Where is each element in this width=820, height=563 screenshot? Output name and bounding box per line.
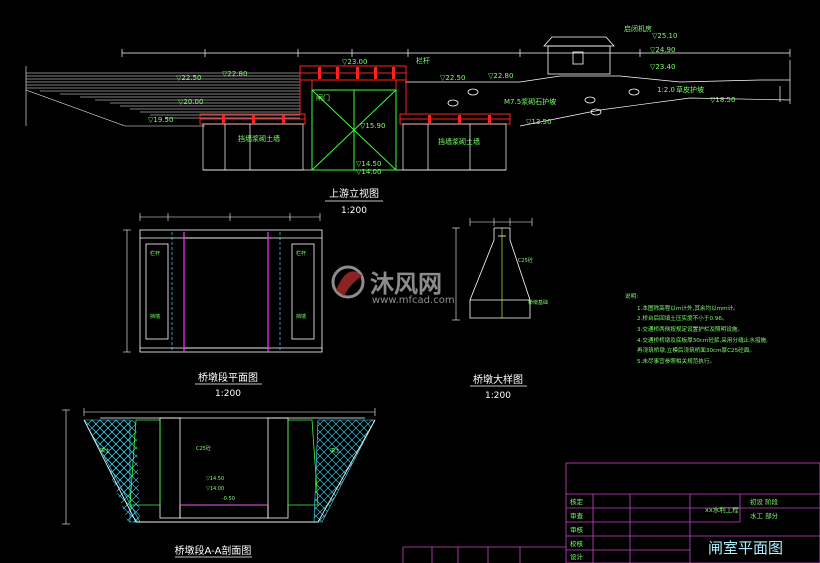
svg-text:▽14.00: ▽14.00	[206, 486, 224, 492]
svg-text:-0.50: -0.50	[222, 496, 235, 502]
gate-label: 闸门	[316, 93, 330, 102]
svg-text:填土: 填土	[100, 447, 110, 454]
elev-left-2280-label: ▽22.80	[222, 70, 247, 78]
elev-left-1950-label: ▽19.50	[148, 116, 173, 124]
svg-text:C25砼: C25砼	[518, 257, 533, 264]
note-item: 2.桥台后回填土压实度不小于0.96。	[637, 314, 728, 322]
bridge-plan-scale: 1:200	[215, 389, 241, 399]
elev-1850-label: ▽18.50	[710, 96, 735, 104]
title-row-label: 校核	[570, 539, 584, 548]
elev-left-2250-label: ▽22.50	[176, 74, 201, 82]
notes-heading: 说明:	[625, 292, 638, 300]
note-item: 再浇筑桥墩,立模后浇筑桥面30cm厚C25砼面。	[637, 346, 755, 354]
watermark: 沐风网 www.mfcad.com	[331, 265, 455, 306]
svg-text:挡墙: 挡墙	[150, 313, 160, 320]
drawing-title: 闸室平面图	[708, 539, 783, 557]
svg-text:挡墙: 挡墙	[296, 313, 306, 320]
elev-2280-label: ▽22.80	[488, 72, 513, 80]
title-block: 核定 审查 审核 校核 设计 xx水利工程 初设 阶段 水工 部分 闸室平面图	[402, 462, 820, 563]
elev-1350-label: ▽13.50	[526, 118, 551, 126]
section-aa-view: 填土 填土 C25砼 ▽14.50 ▽14.00 -0.50 桥墩段A-A剖面图	[62, 408, 376, 558]
pier-detail-title: 桥墩大样图	[473, 373, 523, 386]
elev-top-label: ▽25.10	[652, 32, 677, 40]
note-item: 5.未尽事宜参照相关规范执行。	[637, 357, 715, 365]
svg-text:栏杆: 栏杆	[296, 250, 306, 257]
elevation-scale: 1:200	[341, 206, 367, 216]
pier-detail-scale: 1:200	[485, 391, 511, 401]
svg-text:桥墩基础: 桥墩基础	[528, 299, 548, 306]
elevation-view: 启闭机房 ▽25.10 ▽24.90 ▽23.40 ▽23.00 栏杆 ▽22.…	[25, 24, 791, 216]
watermark-cn: 沐风网	[370, 270, 442, 298]
notes-block: 说明: 1.本图除高程以m计外,其余均以mm计。 2.桥台后回填土压实度不小于0…	[625, 292, 768, 365]
gate-house-label: 启闭机房	[624, 24, 652, 33]
stone-protect-label: M7.5浆砌石护坡	[504, 97, 556, 106]
svg-text:▽14.50: ▽14.50	[206, 476, 224, 482]
watermark-logo-icon	[331, 265, 365, 299]
elev-left-water-label: ▽20.00	[178, 98, 203, 106]
elev-1590-label: ▽15.90	[360, 122, 385, 130]
right-slope-label: 草皮护坡	[676, 85, 704, 94]
elev-1400-label: ▽14.00	[356, 168, 381, 176]
right-wall-label: 挡墙浆砌土墙	[438, 137, 480, 146]
svg-text:栏杆: 栏杆	[150, 250, 160, 257]
note-item: 4.交通桥桥墩及底板厚30cm砼浆,采用分缝止水措施,	[637, 336, 768, 344]
elev-2490-label: ▽24.90	[650, 46, 675, 54]
svg-text:填土: 填土	[330, 447, 340, 454]
elev-2300-label: ▽23.00	[342, 58, 367, 66]
dept-label: 水工 部分	[750, 511, 779, 520]
elev-2250-label: ▽22.50	[440, 74, 465, 82]
railing-label: 栏杆	[416, 56, 430, 65]
title-row-label: 核定	[570, 497, 584, 506]
pier-detail-view: C25砼 桥墩基础 桥墩大样图 1:200	[452, 218, 548, 401]
title-row-label: 审查	[570, 511, 584, 520]
title-row-label: 审核	[570, 525, 584, 534]
elev-2340-label: ▽23.40	[650, 63, 675, 71]
note-item: 1.本图除高程以m计外,其余均以mm计。	[637, 304, 739, 312]
bridge-plan-title: 桥墩段平面图	[198, 371, 258, 384]
left-wall-label: 挡墙浆砌土墙	[238, 134, 280, 143]
svg-text:C25砼: C25砼	[196, 445, 211, 452]
note-item: 3.交通桥两侧按规定设置护栏及照明设施。	[637, 325, 743, 333]
slope-ratio-label: 1:2.0	[657, 86, 675, 94]
title-row-label: 设计	[570, 552, 584, 561]
elevation-title: 上游立视图	[329, 187, 379, 200]
stage-label: 初设 阶段	[750, 497, 779, 506]
project-name: xx水利工程	[705, 505, 739, 514]
section-aa-title: 桥墩段A-A剖面图	[175, 544, 252, 557]
watermark-url: www.mfcad.com	[372, 295, 455, 306]
elev-1450-label: ▽14.50	[356, 160, 381, 168]
